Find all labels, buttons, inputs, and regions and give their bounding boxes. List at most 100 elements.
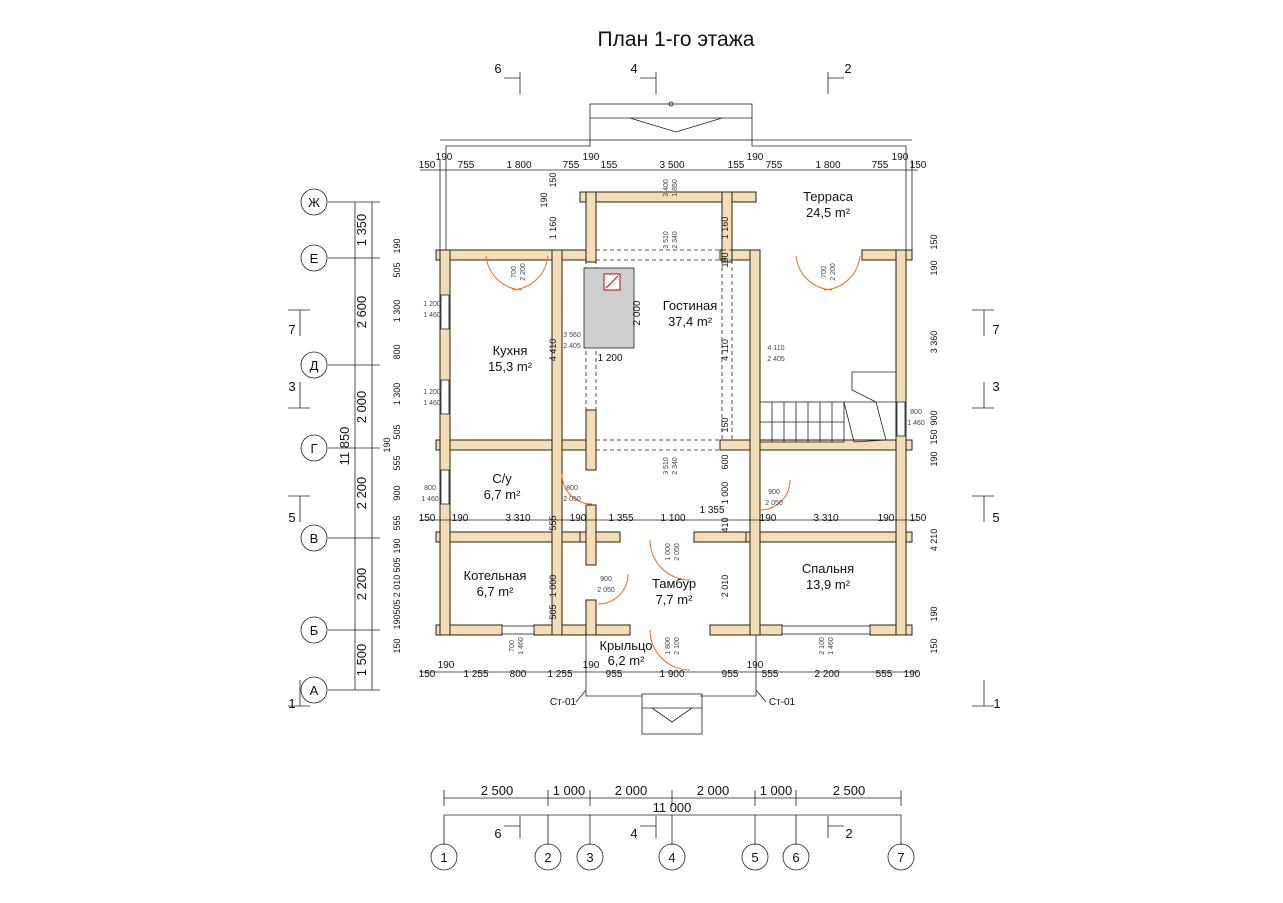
section-mark-label: 4 <box>630 61 637 76</box>
opening-note: 700 <box>509 640 516 652</box>
section-mark-label: 5 <box>288 510 295 525</box>
axis-label: 4 <box>668 850 675 865</box>
opening-note: 2 200 <box>830 263 837 281</box>
dim-text: 955 <box>606 669 623 680</box>
dim-text: 2 010 <box>720 575 730 598</box>
opening-note: 900 <box>600 576 612 583</box>
section-mark-label: 1 <box>288 696 295 711</box>
fireplace <box>583 267 635 349</box>
dim-text: 190 <box>392 538 402 553</box>
axis-bubbles-horizontal: 1 2 3 4 5 6 7 <box>430 843 915 871</box>
opening-note: 1 800 <box>665 637 672 655</box>
opening-note: 800 <box>910 409 922 416</box>
dim-text: 150 <box>419 160 436 171</box>
dim-text: 3 500 <box>659 160 684 171</box>
opening-note: 2 200 <box>520 263 527 281</box>
dim-text: 1 300 <box>392 383 402 406</box>
axis-bubble <box>300 676 328 704</box>
opening-note: 2 100 <box>674 637 681 655</box>
dim-text: 4 210 <box>929 529 939 552</box>
dim-text: 150 <box>910 160 927 171</box>
dim-text: 505 <box>392 424 402 439</box>
opening-note: 800 <box>566 485 578 492</box>
room-area: 6,7 m² <box>484 487 522 502</box>
dim-text: 2 200 <box>814 669 839 680</box>
dim-text: 755 <box>563 160 580 171</box>
dim-text: 190 <box>760 513 777 524</box>
dim-text: 190 <box>539 192 549 207</box>
axis-label: 6 <box>792 850 799 865</box>
dim-text: 2 500 <box>481 783 514 798</box>
axis-bubble <box>782 843 810 871</box>
porch <box>585 635 757 735</box>
terrace-railing <box>439 101 913 255</box>
axis-bubble <box>430 843 458 871</box>
opening-note: 2 405 <box>563 343 581 350</box>
dim-text: 150 <box>720 417 730 432</box>
dim-text: 155 <box>728 160 745 171</box>
dim-text: 505 <box>392 262 402 277</box>
dim-text: 1 000 <box>720 482 730 505</box>
dim-text: 190 <box>392 238 402 253</box>
section-mark-label: 6 <box>494 826 501 841</box>
dim-text: 1 355 <box>699 505 724 516</box>
axis-bubble <box>300 188 328 216</box>
dim-text: 4 410 <box>548 339 558 362</box>
opening-notes: 1 200 1 460 1 200 1 460 800 1 460 700 2 … <box>421 179 925 655</box>
section-mark-label: 7 <box>288 322 295 337</box>
dim-text: 190 <box>747 660 764 671</box>
dim-text: 190 <box>583 152 600 163</box>
axis-label: Г <box>310 441 317 456</box>
ceiling-beams <box>585 202 733 451</box>
right-vertical-dims: 150 190 3 360 900 150 190 4 210 190 150 <box>929 234 939 653</box>
axis-bubble <box>300 244 328 272</box>
opening-note: 1 850 <box>672 179 679 197</box>
opening-note: 1 460 <box>907 420 925 427</box>
dim-text: 555 <box>762 669 779 680</box>
dim-text: 190 <box>720 252 730 267</box>
column-labels: Ст-01 Ст-01 <box>550 689 796 708</box>
dim-text: 2 000 <box>354 391 369 424</box>
dim-text: 1 500 <box>354 644 369 677</box>
door-swings <box>485 255 861 671</box>
dim-text: 900 <box>392 485 402 500</box>
opening-note: 2 050 <box>765 500 783 507</box>
dim-text: 1 000 <box>548 575 558 598</box>
dim-text: 4 110 <box>720 339 730 361</box>
axis-bubble <box>741 843 769 871</box>
opening-note: 800 <box>424 485 436 492</box>
row-b-dimension-texts: 150 190 3 310 190 1 355 1 100 1 355 190 … <box>419 505 927 524</box>
opening-note: 700 <box>511 266 518 278</box>
room-area: 15,3 m² <box>488 359 533 374</box>
axis-label: Е <box>310 251 319 266</box>
room-name: Крыльцо <box>599 638 652 653</box>
dim-text: 600 <box>720 454 730 469</box>
dim-text: 2 010 <box>392 575 402 598</box>
opening-note: 1 200 <box>423 389 441 396</box>
dim-text: 755 <box>766 160 783 171</box>
walls <box>435 191 913 636</box>
opening-note: 1 460 <box>423 312 441 319</box>
axis-label: 3 <box>586 850 593 865</box>
dim-text: 1 255 <box>463 669 488 680</box>
room-name: Котельная <box>464 568 527 583</box>
mid-vertical-dims: 150 4 410 1 160 190 150 600 1 000 410 2 … <box>548 172 730 619</box>
dim-text: 190 <box>438 660 455 671</box>
room-area: 24,5 m² <box>806 205 851 220</box>
axis-bubble <box>300 351 328 379</box>
opening-note: 3 510 <box>663 231 670 249</box>
axis-label: Ж <box>308 195 320 210</box>
section-mark-label: 3 <box>288 379 295 394</box>
opening-note: 2 340 <box>672 457 679 475</box>
opening-note: 1 200 <box>597 353 622 364</box>
plan-title: План 1-го этажа <box>597 28 755 51</box>
opening-note: 3 510 <box>663 457 670 475</box>
dim-text: 190 <box>436 152 453 163</box>
room-name: Гостиная <box>663 298 718 313</box>
section-mark-label: 2 <box>845 826 852 841</box>
section-mark-label: 4 <box>630 826 637 841</box>
dim-text: 955 <box>722 669 739 680</box>
left-dimension-texts: 1 350 2 600 2 000 2 200 2 200 1 500 11 8… <box>337 214 369 677</box>
dim-text: 190 <box>892 152 909 163</box>
opening-note: 3 560 <box>563 332 581 339</box>
